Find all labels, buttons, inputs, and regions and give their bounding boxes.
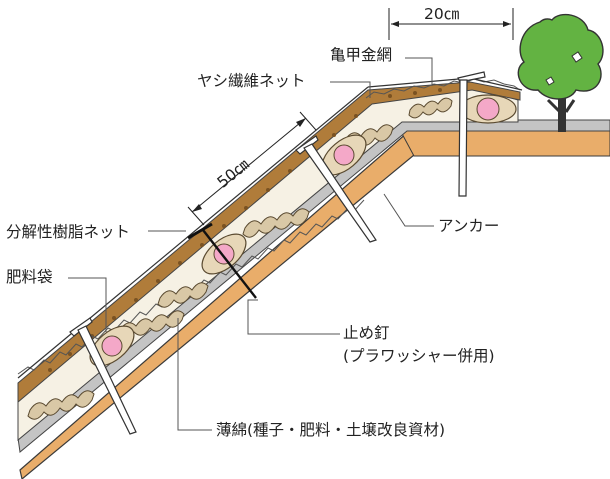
- label-bio-net: 分解性樹脂ネット: [6, 223, 130, 241]
- label-cotton: 薄綿(種子・肥料・土壌改良資材): [216, 421, 445, 439]
- leader-lines: [68, 57, 434, 431]
- wire-mesh-top: [365, 78, 521, 99]
- soil-crest: [399, 129, 610, 157]
- anchor-stake-icon: [295, 135, 377, 243]
- bio-net-rope: [27, 97, 453, 420]
- fertilizer-bag-icon: [321, 134, 367, 176]
- label-fertilizer-bag: 肥料袋: [6, 268, 53, 286]
- fertilizer-bag-icon: [459, 94, 517, 124]
- anchor-stake-icon: [69, 317, 137, 435]
- label-palm-net: ヤシ繊維ネット: [197, 72, 306, 90]
- tree-icon: [517, 13, 604, 132]
- label-wire-mesh: 亀甲金網: [330, 46, 392, 64]
- palm-fiber-layer: [17, 81, 521, 404]
- dimension-top: 20㎝: [388, 5, 514, 40]
- label-anchor: アンカー: [438, 217, 499, 235]
- label-nail-note: (プラワッシャー併用): [343, 347, 495, 365]
- fertilizer-bag-icon: [89, 325, 135, 367]
- label-nail: 止め釘: [343, 324, 390, 342]
- dimension-slope-label: 50㎝: [214, 155, 253, 191]
- anchor-stake-icon: [457, 71, 486, 197]
- dimension-top-label: 20㎝: [424, 5, 460, 23]
- nail-icon: [187, 222, 257, 299]
